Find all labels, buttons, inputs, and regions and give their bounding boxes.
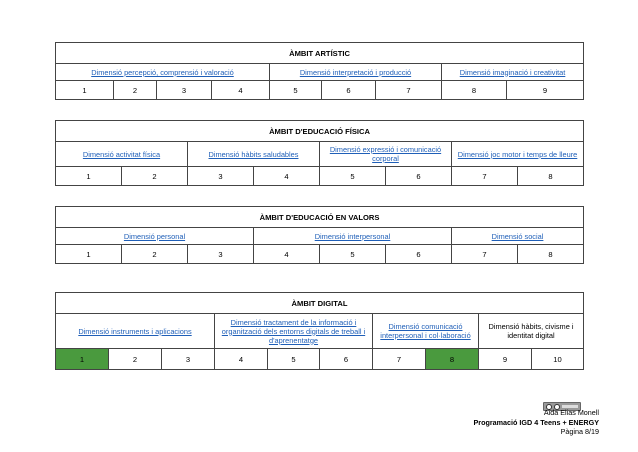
dimension-link[interactable]: Dimensió percepció, comprensió i valorac… <box>55 63 270 81</box>
competence-number: 1 <box>55 244 122 264</box>
competence-number: 9 <box>505 80 585 100</box>
table-ambit-educacio-fisica: ÀMBIT D'EDUCACIÓ FÍSICA Dimensió activit… <box>54 120 585 186</box>
table-ambit-digital: ÀMBIT DIGITAL Dimensió instruments i apl… <box>54 292 585 370</box>
competence-number-highlighted: 1 <box>55 348 109 370</box>
dimension-link[interactable]: Dimensió tractament de la informació i o… <box>214 313 373 349</box>
dimension-link[interactable]: Dimensió activitat física <box>55 141 188 167</box>
competence-number: 7 <box>372 348 426 370</box>
competence-number-highlighted: 8 <box>425 348 479 370</box>
competence-number: 5 <box>319 244 386 264</box>
competence-number: 9 <box>478 348 532 370</box>
competence-number: 3 <box>187 244 254 264</box>
dimension-link[interactable]: Dimensió hàbits saludables <box>187 141 320 167</box>
competence-number: 2 <box>113 80 157 100</box>
license-bar <box>562 405 578 408</box>
ambit-title: ÀMBIT ARTÍSTIC <box>54 42 585 64</box>
competence-number: 10 <box>530 348 585 370</box>
competence-number: 4 <box>253 166 320 186</box>
competence-number: 4 <box>211 80 270 100</box>
competence-number: 4 <box>214 348 268 370</box>
competence-number: 3 <box>161 348 215 370</box>
program-title: Programació IGD 4 Teens + ENERGY <box>473 417 600 427</box>
competence-number: 3 <box>187 166 254 186</box>
table-ambit-educacio-valors: ÀMBIT D'EDUCACIÓ EN VALORS Dimensió pers… <box>54 206 585 264</box>
dimension-link[interactable]: Dimensió instruments i aplicacions <box>55 313 215 349</box>
competence-number: 8 <box>441 80 507 100</box>
competence-number: 8 <box>516 166 585 186</box>
competence-number: 6 <box>321 80 376 100</box>
competence-number: 2 <box>121 244 188 264</box>
by-circle-icon <box>554 403 560 410</box>
competence-number: 5 <box>269 80 322 100</box>
competence-number: 1 <box>55 166 122 186</box>
dimension-link[interactable]: Dimensió social <box>450 227 585 245</box>
competence-number: 1 <box>55 80 114 100</box>
cc-circle-icon <box>546 403 552 410</box>
dimension-link[interactable]: Dimensió interpersonal <box>253 227 452 245</box>
creative-commons-license-icon <box>543 402 581 411</box>
competence-number: 4 <box>253 244 320 264</box>
ambit-title: ÀMBIT DIGITAL <box>54 292 585 314</box>
competence-number: 5 <box>267 348 320 370</box>
competence-number: 6 <box>319 348 373 370</box>
ambit-title: ÀMBIT D'EDUCACIÓ EN VALORS <box>54 206 585 228</box>
author-name: Aida Elias Monell <box>543 408 599 417</box>
dimension-label: Dimensió hàbits, civisme i identitat dig… <box>477 313 585 349</box>
competence-number: 3 <box>156 80 212 100</box>
dimension-link[interactable]: Dimensió interpretació i producció <box>269 63 442 81</box>
dimension-link[interactable]: Dimensió joc motor i temps de lleure <box>450 141 585 167</box>
ambit-title: ÀMBIT D'EDUCACIÓ FÍSICA <box>54 120 585 142</box>
competence-number: 8 <box>516 244 585 264</box>
dimension-link[interactable]: Dimensió expressió i comunicació corpora… <box>319 141 452 167</box>
competence-number: 6 <box>385 244 452 264</box>
competence-number: 7 <box>375 80 442 100</box>
page-number: Pàgina 8/19 <box>560 427 599 437</box>
competence-number: 6 <box>385 166 452 186</box>
competence-number: 2 <box>108 348 162 370</box>
competence-number: 5 <box>319 166 386 186</box>
competence-number: 2 <box>121 166 188 186</box>
table-ambit-artistic: ÀMBIT ARTÍSTIC Dimensió percepció, compr… <box>54 42 585 100</box>
dimension-link[interactable]: Dimensió personal <box>55 227 254 245</box>
competence-number: 7 <box>451 166 518 186</box>
page-footer: Aida Elias Monell Programació IGD 4 Teen… <box>474 408 600 437</box>
dimension-link[interactable]: Dimensió imaginació i creativitat <box>440 63 585 81</box>
dimension-link[interactable]: Dimensió comunicació interpersonal i col… <box>372 313 479 349</box>
competence-number: 7 <box>451 244 518 264</box>
